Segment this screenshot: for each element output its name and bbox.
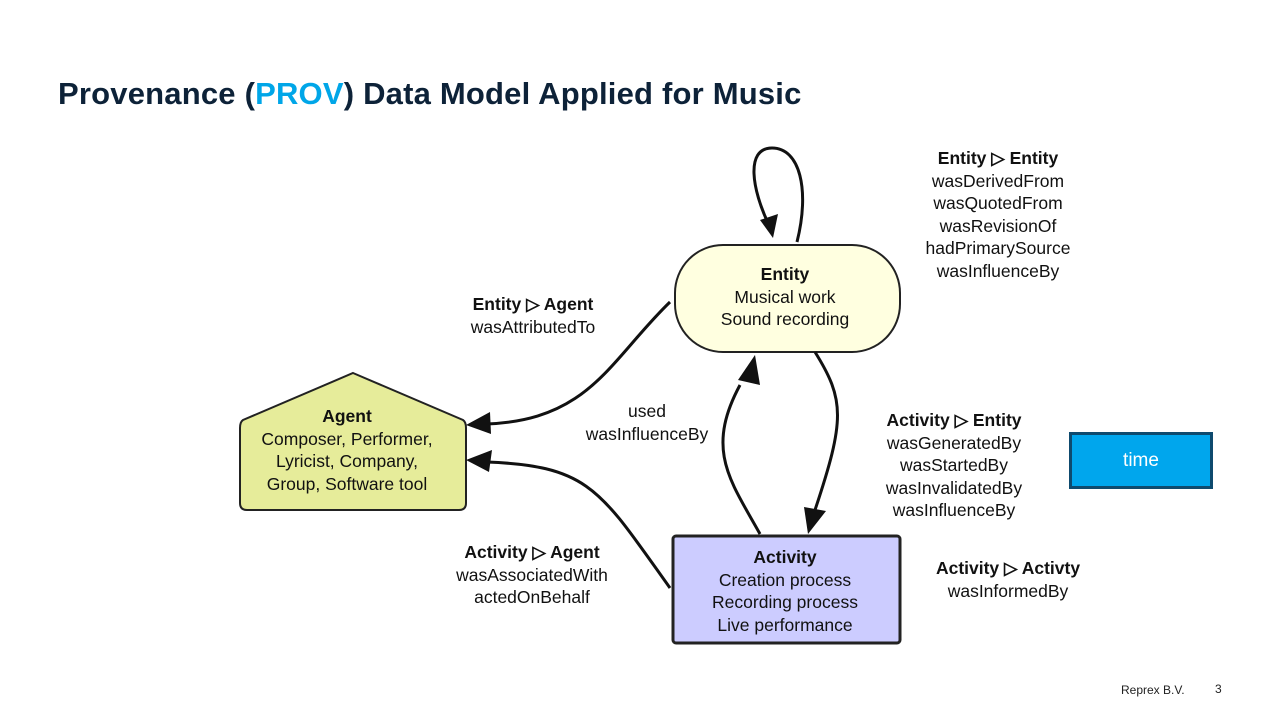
relation-item: wasInfluenceBy: [585, 423, 709, 444]
activity-label: Activity Creation process Recording proc…: [712, 546, 858, 636]
agent-line: Group, Software tool: [266, 473, 428, 494]
relation-item: hadPrimarySource: [925, 238, 1071, 258]
relation-item: used: [628, 401, 666, 421]
agent-node: [239, 371, 467, 511]
relation-item: wasRevisionOf: [939, 215, 1057, 236]
activity-title: Activity: [753, 547, 817, 567]
title-suffix: ) Data Model Applied for Music: [343, 76, 802, 111]
relation-item: wasAssociatedWith: [456, 564, 608, 585]
relation-item: wasInvalidatedBy: [885, 477, 1023, 498]
edge-activity-entity-used: [721, 384, 762, 535]
relation-title: Entity ▷ Agent: [472, 294, 594, 314]
page-number: 3: [1215, 682, 1222, 696]
arrowhead-used: [738, 355, 760, 385]
relation-item: wasDerivedFrom: [931, 170, 1065, 191]
entity-line: Musical work: [734, 286, 836, 307]
relation-item: actedOnBehalf: [474, 587, 590, 607]
entity-line: Sound recording: [720, 309, 850, 329]
relation-activity-entity: Activity ▷ Entity wasGeneratedBy wasStar…: [886, 409, 1022, 522]
agent-line: Lyricist, Company,: [276, 451, 418, 471]
arrowhead-loop: [760, 214, 778, 238]
arrowhead-activity-agent: [466, 450, 492, 472]
relation-item: wasGeneratedBy: [886, 432, 1022, 453]
relation-item: wasQuotedFrom: [933, 193, 1063, 213]
relation-item: wasInfluenceBy: [936, 260, 1060, 281]
activity-line: Recording process: [712, 592, 858, 612]
agent-label: Agent Composer, Performer, Lyricist, Com…: [261, 405, 432, 495]
relation-activity-used: used wasInfluenceBy: [586, 400, 709, 445]
title-accent: PROV: [255, 76, 344, 111]
activity-line: Creation process: [718, 569, 852, 590]
entity-node: [674, 244, 901, 353]
relation-title: Activity ▷ Entity: [886, 410, 1022, 430]
activity-line: Live performance: [717, 614, 853, 635]
edge-entity-agent: [486, 300, 672, 426]
activity-node: [671, 534, 902, 645]
arrowhead-entity-agent: [466, 412, 491, 434]
relation-activity-agent: Activity ▷ Agent wasAssociatedWith acted…: [456, 541, 608, 609]
arrowhead-generated: [804, 507, 826, 534]
edge-entity-self-loop: [752, 146, 805, 243]
relation-entity-agent: Entity ▷ Agent wasAttributedTo: [471, 293, 596, 338]
time-box: time: [1069, 432, 1213, 489]
relation-item: wasStartedBy: [900, 455, 1008, 475]
entity-label: Entity Musical work Sound recording: [721, 263, 849, 331]
page-title: Provenance (PROV) Data Model Applied for…: [58, 76, 802, 112]
relation-item: wasAttributedTo: [470, 316, 596, 337]
agent-line: Composer, Performer,: [261, 428, 433, 449]
footer-company: Reprex B.V.: [1121, 683, 1185, 697]
relation-item: wasInformedBy: [947, 580, 1069, 601]
relation-title: Activity ▷ Agent: [464, 542, 600, 562]
relation-title: Entity ▷ Entity: [937, 148, 1059, 168]
edge-entity-activity-generated: [813, 351, 839, 511]
title-prefix: Provenance (: [58, 76, 256, 111]
relation-activity-activity: Activity ▷ Activty wasInformedBy: [936, 557, 1080, 602]
relation-entity-entity: Entity ▷ Entity wasDerivedFrom wasQuoted…: [926, 147, 1071, 282]
relation-item: wasInfluenceBy: [892, 500, 1016, 520]
edge-activity-agent: [486, 460, 672, 589]
relation-title: Activity ▷ Activty: [935, 558, 1081, 578]
entity-title: Entity: [760, 264, 810, 284]
agent-title: Agent: [322, 406, 372, 426]
